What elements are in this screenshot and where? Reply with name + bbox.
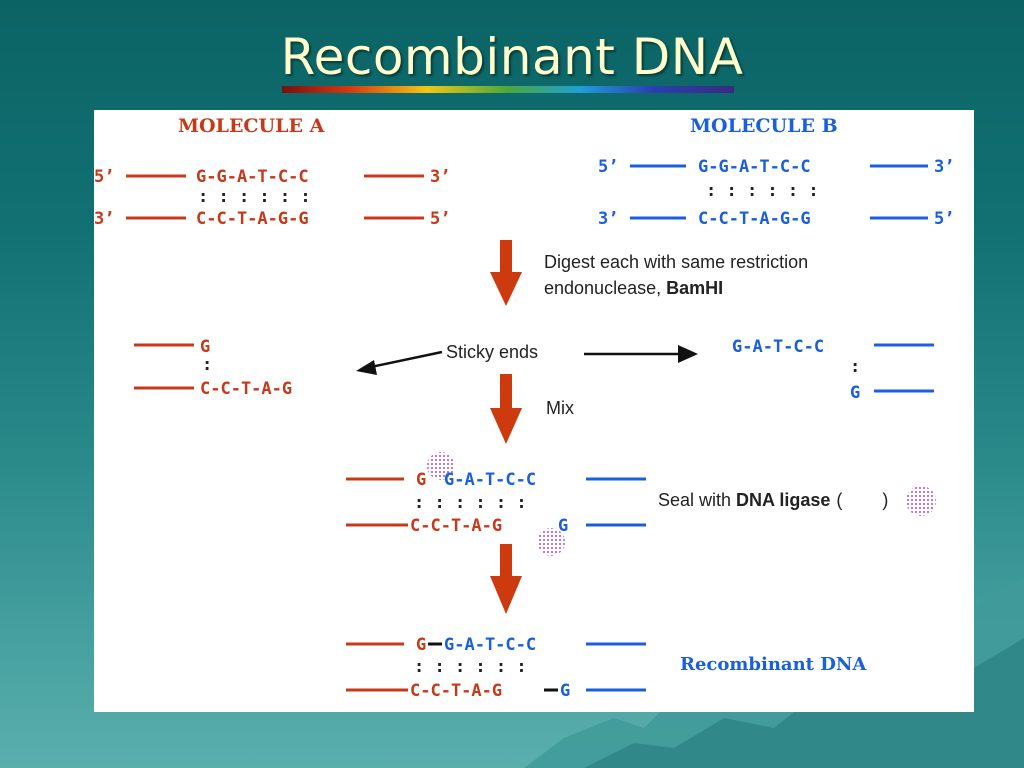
molecule-a-bottom-sequence: C-C-T-A-G-G — [196, 209, 309, 229]
diagram-panel: MOLECULE A 5’ G-G-A-T-C-C 3’ : : : : : :… — [94, 110, 974, 712]
digest-instruction-line2: endonuclease, BamHI — [544, 278, 723, 298]
annealed-bottom-blue-base: G — [558, 516, 568, 536]
annealed-top-blue-sequence: G-A-T-C-C — [444, 470, 536, 490]
sticky-left-top-base: G — [200, 337, 210, 357]
molecule-b-bottom-sequence: C-C-T-A-G-G — [698, 209, 811, 229]
molecule-b-top-5prime: 5’ — [598, 157, 618, 177]
sticky-left-bottom-sequence: C-C-T-A-G — [200, 379, 292, 399]
sticky-right-bottom-base: G — [850, 383, 860, 403]
sticky-left-pairing: : — [202, 355, 212, 375]
molecule-a-base-pairing: : : : : : : — [198, 187, 311, 207]
digest-arrow — [490, 240, 522, 306]
molecule-b-top-sequence: G-G-A-T-C-C — [698, 157, 811, 177]
recombinant-bottom-blue-base: G — [560, 681, 570, 701]
recombinant-bottom-red-sequence: C-C-T-A-G — [410, 681, 502, 701]
sticky-left-pointer-arrow — [356, 350, 443, 375]
sticky-right-pairing: : — [850, 357, 860, 377]
sticky-ends-label: Sticky ends — [446, 342, 538, 362]
molecule-b-top-3prime: 3’ — [934, 157, 954, 177]
molecule-b-bottom-5prime: 5’ — [934, 209, 954, 229]
molecule-b-heading: MOLECULE B — [690, 115, 838, 137]
molecule-a-top-sequence: G-G-A-T-C-C — [196, 167, 309, 187]
ligase-legend-dots — [906, 486, 936, 516]
molecule-a-top-5prime: 5’ — [94, 167, 114, 187]
digest-instruction-line1: Digest each with same restriction — [544, 252, 808, 272]
molecule-b-bottom-3prime: 3’ — [598, 209, 618, 229]
molecule-a-bottom-5prime: 5’ — [430, 209, 450, 229]
sticky-right-top-sequence: G-A-T-C-C — [732, 337, 824, 357]
ligase-top-dots — [427, 452, 455, 480]
recombinant-top-blue-sequence: G-A-T-C-C — [444, 635, 536, 655]
mix-label: Mix — [546, 398, 574, 418]
molecule-a-bottom-3prime: 3’ — [94, 209, 114, 229]
seal-instruction: Seal with DNA ligase() — [658, 490, 888, 510]
recombinant-base-pairing: : : : : : : — [414, 657, 527, 677]
recombinant-top-red-base: G — [416, 635, 426, 655]
slide-title: Recombinant DNA — [280, 28, 744, 86]
title-rainbow-underline — [282, 86, 734, 93]
recombinant-dna-label: Recombinant DNA — [680, 654, 867, 675]
annealed-base-pairing: : : : : : : — [414, 493, 527, 513]
molecule-a-heading: MOLECULE A — [178, 115, 325, 137]
seal-arrow — [490, 544, 522, 614]
mix-arrow — [490, 374, 522, 444]
ligase-bottom-dots — [537, 528, 565, 556]
molecule-b-base-pairing: : : : : : : — [706, 181, 819, 201]
annealed-bottom-red-sequence: C-C-T-A-G — [410, 516, 502, 536]
sticky-right-pointer-arrow — [584, 345, 698, 363]
molecule-a-top-3prime: 3’ — [430, 167, 450, 187]
recombinant-dna-diagram: MOLECULE A 5’ G-G-A-T-C-C 3’ : : : : : :… — [94, 115, 954, 701]
annealed-top-red-base: G — [416, 470, 426, 490]
